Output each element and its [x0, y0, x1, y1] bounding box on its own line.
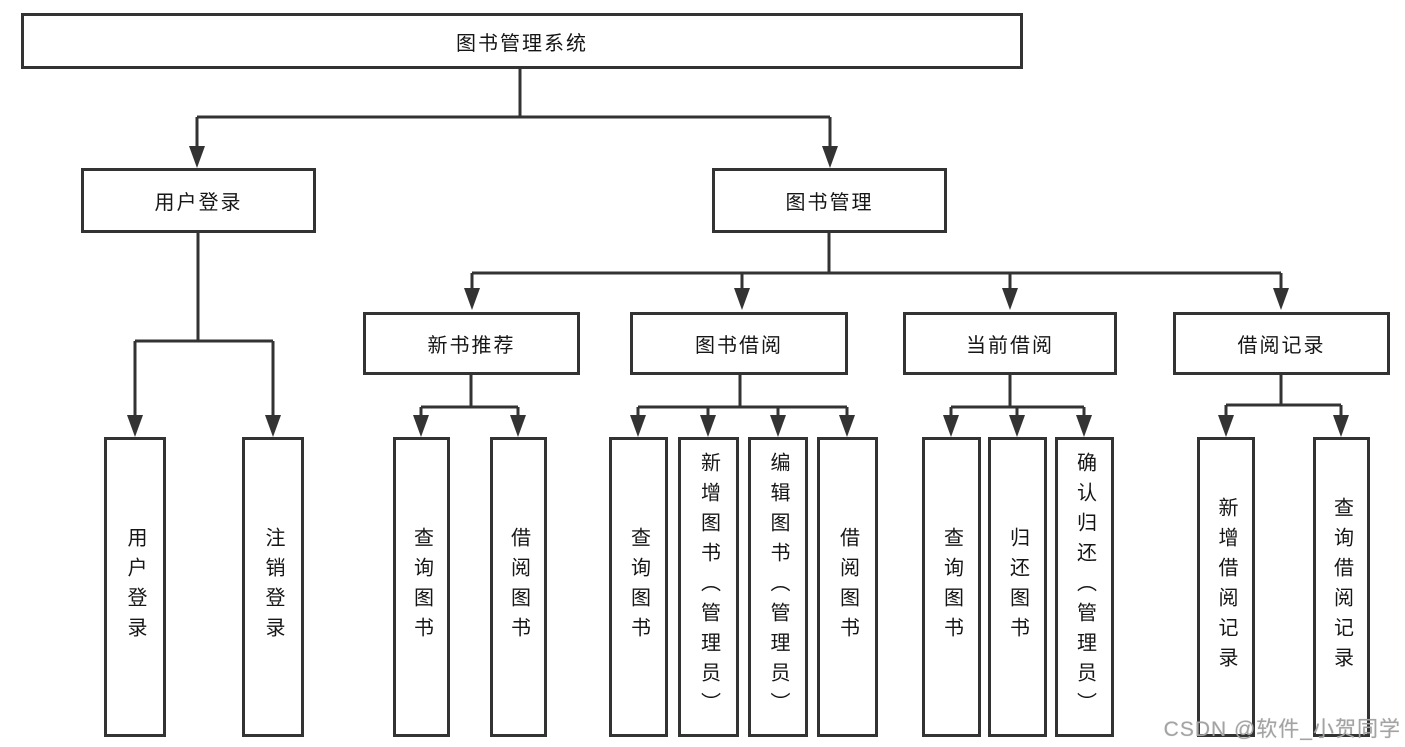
- leaf-logout: 注销登录: [242, 437, 304, 737]
- node-current-borrowing: 当前借阅: [903, 312, 1117, 375]
- node-new-book-recommend-label: 新书推荐: [427, 335, 516, 357]
- node-borrowing-records-label: 借阅记录: [1237, 335, 1326, 357]
- node-current-borrowing-label: 当前借阅: [966, 335, 1054, 357]
- watermark: CSDN @软件_小贺同学: [1163, 718, 1401, 741]
- leaf-add-borrow-record-label: 新增借阅记录: [1215, 497, 1237, 677]
- node-user-login-label: 用户登录: [154, 192, 243, 214]
- arrowheads-current-borrow: [943, 415, 1092, 437]
- edge-book-mgmt-children: [470, 233, 1283, 294]
- leaf-query-books-recommend-label: 查询图书: [410, 527, 433, 647]
- edge-root-to-level2: [195, 69, 832, 152]
- arrowheads-level2: [189, 146, 838, 168]
- node-root-label: 图书管理系统: [456, 32, 588, 55]
- arrowheads-new-book-rec: [413, 415, 526, 437]
- leaf-return-books-label: 归还图书: [1006, 527, 1029, 647]
- edge-current-borrow-children: [949, 375, 1086, 421]
- node-borrowing-records: 借阅记录: [1173, 312, 1390, 375]
- leaf-query-books-borrowing: 查询图书: [609, 437, 668, 737]
- node-book-management-label: 图书管理: [785, 192, 874, 214]
- leaf-borrow-books-borrowing-label: 借阅图书: [836, 527, 859, 647]
- leaf-logout-label: 注销登录: [262, 527, 284, 647]
- leaf-add-borrow-record: 新增借阅记录: [1197, 437, 1255, 737]
- edge-user-login-children: [133, 233, 275, 421]
- leaf-add-books-admin-label: 新增图书（管理员）: [697, 452, 720, 722]
- arrowheads-book-mgmt: [464, 288, 1289, 310]
- leaf-borrow-books-recommend-label: 借阅图书: [507, 527, 530, 647]
- edge-book-borrow-children: [636, 375, 849, 421]
- leaf-query-borrow-record-label: 查询借阅记录: [1330, 497, 1353, 677]
- node-user-login: 用户登录: [81, 168, 316, 233]
- leaf-query-books-recommend: 查询图书: [393, 437, 450, 737]
- node-book-borrowing: 图书借阅: [630, 312, 848, 375]
- node-book-management: 图书管理: [712, 168, 947, 233]
- arrowheads-book-borrow: [630, 415, 855, 437]
- leaf-user-login: 用户登录: [104, 437, 166, 737]
- node-book-borrowing-label: 图书借阅: [695, 335, 783, 357]
- leaf-query-borrow-record: 查询借阅记录: [1313, 437, 1370, 737]
- edge-new-book-rec-children: [419, 375, 520, 421]
- leaf-borrow-books-recommend: 借阅图书: [490, 437, 547, 737]
- leaf-edit-books-admin-label: 编辑图书（管理员）: [767, 452, 789, 722]
- node-new-book-recommend: 新书推荐: [363, 312, 580, 375]
- leaf-confirm-return-admin-label: 确认归还（管理员）: [1073, 452, 1096, 722]
- leaf-return-books: 归还图书: [988, 437, 1047, 737]
- edge-borrow-records-children: [1224, 375, 1343, 421]
- leaf-user-login-label: 用户登录: [124, 527, 146, 647]
- leaf-borrow-books-borrowing: 借阅图书: [817, 437, 878, 737]
- leaf-confirm-return-admin: 确认归还（管理员）: [1055, 437, 1114, 737]
- node-root: 图书管理系统: [21, 13, 1023, 69]
- leaf-query-books-borrowing-label: 查询图书: [627, 527, 650, 647]
- leaf-edit-books-admin: 编辑图书（管理员）: [748, 437, 808, 737]
- leaf-query-books-current: 查询图书: [922, 437, 981, 737]
- leaf-query-books-current-label: 查询图书: [940, 527, 963, 647]
- leaf-add-books-admin: 新增图书（管理员）: [678, 437, 739, 737]
- arrowheads-borrow-records: [1218, 415, 1349, 437]
- arrowheads-user-login: [127, 415, 281, 437]
